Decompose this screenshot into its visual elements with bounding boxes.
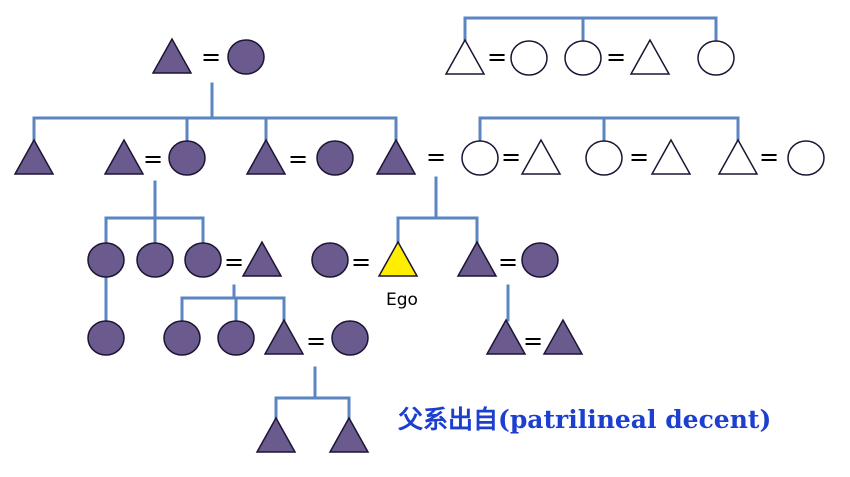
female-symbol (136, 242, 174, 278)
descent-lines (32, 16, 740, 420)
marriage-symbol: = (629, 143, 649, 171)
marriage-symbol: = (759, 143, 779, 171)
marriage-symbol: = (224, 248, 244, 276)
male-symbol (542, 318, 584, 355)
male-symbol (444, 38, 486, 75)
female-symbol (227, 39, 265, 75)
marriage-symbol: = (487, 43, 507, 71)
individuals (13, 37, 825, 453)
marriage-symbol: = (201, 43, 221, 71)
male-symbol (151, 37, 193, 74)
female-symbol (461, 140, 499, 176)
marriage-symbol: = (288, 145, 308, 173)
female-symbol (331, 320, 369, 356)
male-symbol (245, 138, 287, 175)
male-symbol (375, 138, 417, 175)
ego-symbol (377, 240, 419, 277)
female-symbol (163, 320, 201, 356)
male-symbol (13, 138, 55, 175)
male-symbol (241, 240, 283, 277)
marriage-symbol: = (306, 327, 326, 355)
male-symbol (717, 138, 759, 175)
female-symbol (510, 40, 548, 76)
marriage-symbol: = (498, 248, 518, 276)
ego-label: Ego (386, 290, 418, 310)
female-symbol (521, 242, 559, 278)
male-symbol (650, 138, 692, 175)
female-symbol (564, 40, 602, 76)
male-symbol (520, 138, 562, 175)
marriage-symbol: = (426, 143, 446, 171)
male-symbol (255, 416, 297, 453)
female-symbol (87, 320, 125, 356)
female-symbol (87, 242, 125, 278)
male-symbol (103, 138, 145, 175)
female-symbol (316, 140, 354, 176)
male-symbol (456, 240, 498, 277)
female-symbol (168, 140, 206, 176)
male-symbol (629, 38, 671, 75)
male-symbol (263, 318, 305, 355)
marriage-symbol: = (351, 248, 371, 276)
male-symbol (328, 416, 370, 453)
female-symbol (184, 242, 222, 278)
marriage-symbol: = (143, 145, 163, 173)
female-symbol (787, 140, 825, 176)
male-symbol (485, 318, 527, 355)
marriage-symbol: = (501, 143, 521, 171)
female-symbol (697, 40, 735, 76)
female-symbol (585, 140, 623, 176)
female-symbol (311, 242, 349, 278)
marriage-symbol: = (523, 327, 543, 355)
female-symbol (217, 320, 255, 356)
marriage-symbol: = (606, 43, 626, 71)
diagram-caption: 父系出自(patrilineal decent) (398, 405, 772, 434)
marriage-symbols: = = = = = = = = = = = = = = (143, 43, 779, 355)
